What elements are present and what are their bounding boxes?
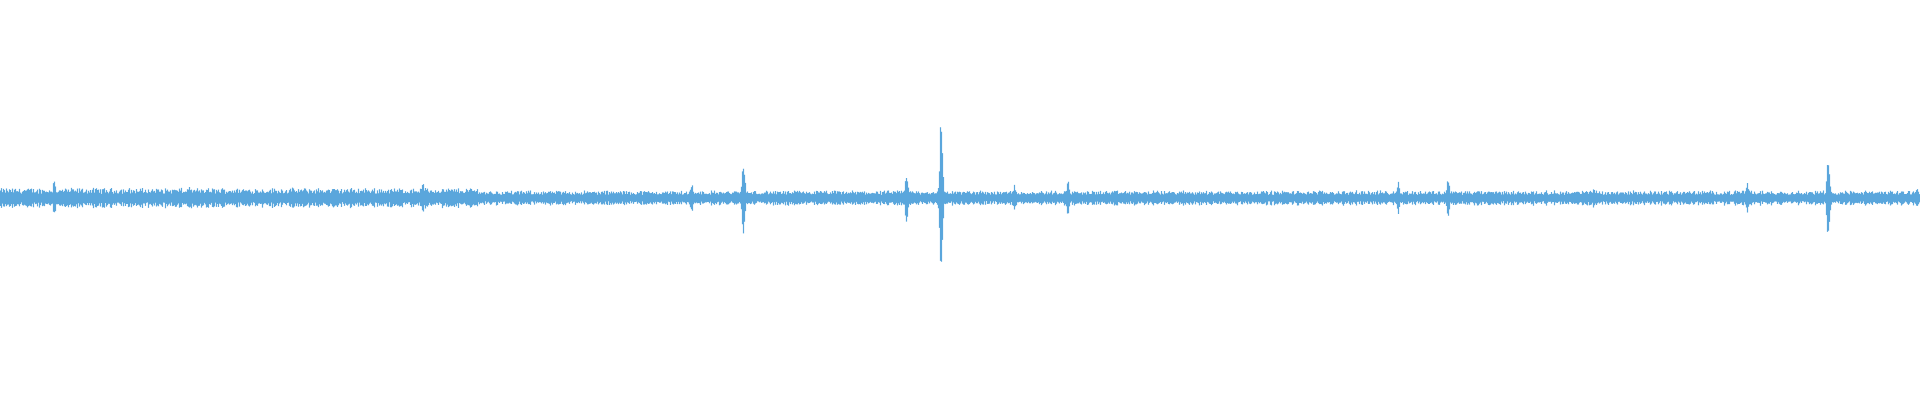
waveform-path (0, 127, 1920, 262)
waveform-trace (0, 127, 1920, 262)
